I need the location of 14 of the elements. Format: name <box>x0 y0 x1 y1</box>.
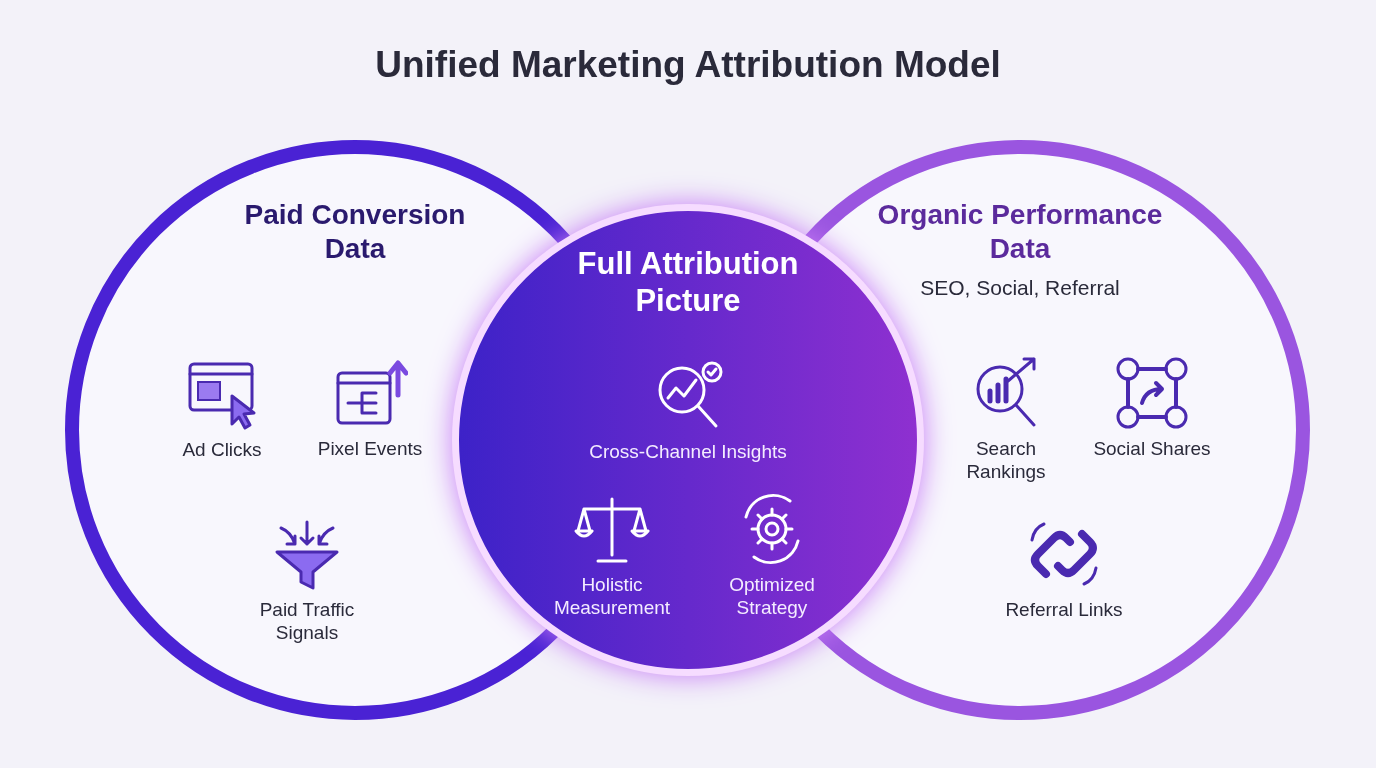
item-label: Referral Links <box>1004 598 1124 621</box>
circle-heading: Paid Conversion Data <box>243 198 467 266</box>
circle-heading: Full Attribution Picture <box>576 245 800 320</box>
item-label: Optimized Strategy <box>728 573 816 619</box>
item-label: Paid Traffic Signals <box>258 598 356 644</box>
diagram-title: Unified Marketing Attribution Model <box>374 44 1002 86</box>
item-label: Search Rankings <box>965 437 1047 483</box>
item-label: Ad Clicks <box>181 438 263 461</box>
circle-heading: Organic Performance Data <box>876 198 1164 266</box>
item-label: Cross-Channel Insights <box>588 440 788 463</box>
item-label: Social Shares <box>1092 437 1212 460</box>
item-label: Holistic Measurement <box>552 573 672 619</box>
item-label: Pixel Events <box>316 437 424 460</box>
circle-subtitle: SEO, Social, Referral <box>919 276 1121 300</box>
